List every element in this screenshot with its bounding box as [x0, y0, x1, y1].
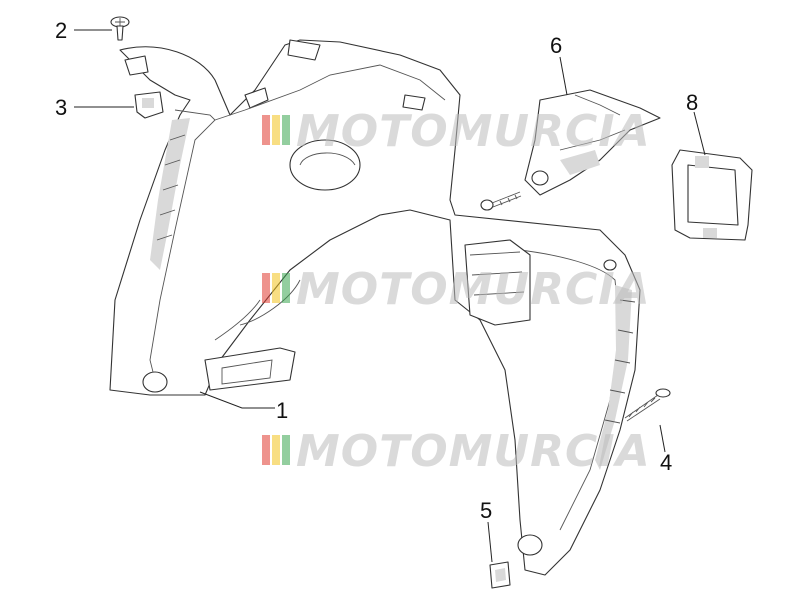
callout-3: 3 [55, 95, 67, 120]
part-3-clip-nut [124, 55, 164, 119]
callout-4: 4 [660, 450, 672, 475]
watermark-1: MOTOMURCIA [262, 106, 651, 157]
part-8-frame [671, 149, 753, 241]
watermark-text-1: MOTOMURCIA [296, 106, 651, 157]
callouts: 1 2 3 4 5 6 8 [55, 18, 698, 523]
part-4-screw [624, 388, 671, 422]
callout-6: 6 [550, 33, 562, 58]
callout-2: 2 [55, 18, 67, 43]
part-2-screw [110, 16, 130, 41]
part-1-inner-shield [109, 39, 641, 576]
watermark-3: MOTOMURCIA [262, 426, 651, 477]
callout-8: 8 [686, 90, 698, 115]
callout-5: 5 [480, 498, 492, 523]
watermark-text-2: MOTOMURCIA [296, 264, 651, 315]
leader-lines [74, 29, 706, 563]
callout-1: 1 [276, 398, 288, 423]
part-5-clip [489, 561, 511, 589]
part-6-screw [480, 191, 522, 211]
watermark-2: MOTOMURCIA [262, 264, 651, 315]
watermark-text-3: MOTOMURCIA [296, 426, 651, 477]
part-6-bracket [524, 89, 661, 196]
